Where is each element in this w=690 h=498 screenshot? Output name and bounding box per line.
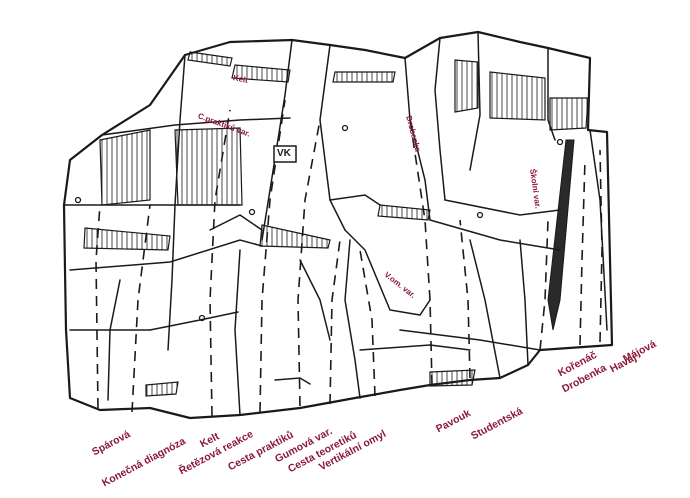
anchor-marks xyxy=(74,124,564,322)
hatched-roof xyxy=(174,127,243,206)
rock-structure-lines xyxy=(63,31,608,416)
hatched-roof xyxy=(83,227,171,251)
hatched-roof xyxy=(259,224,331,249)
rock-outline xyxy=(62,30,614,420)
hatched-roof xyxy=(145,381,179,397)
hatched-roof xyxy=(429,369,476,387)
vk-box xyxy=(273,145,297,163)
label-vk: VK xyxy=(277,148,291,159)
hatched-roof xyxy=(99,129,151,206)
hatched-roof xyxy=(377,204,431,221)
hatched-roof xyxy=(187,51,233,67)
hatched-roof xyxy=(489,71,546,121)
chimney-crack xyxy=(547,139,575,331)
hatched-roof xyxy=(332,71,396,83)
hatched-roof xyxy=(454,59,479,113)
hatched-roof xyxy=(231,64,291,83)
hatched-roof xyxy=(549,97,589,131)
